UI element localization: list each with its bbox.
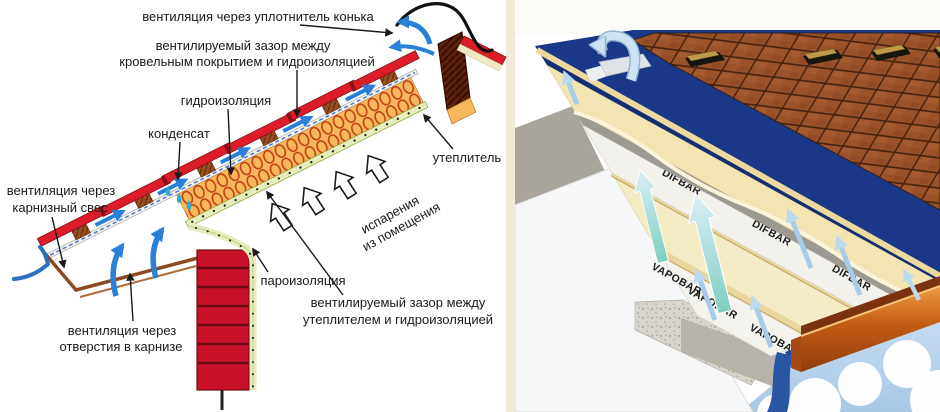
ridge-exhaust [585, 30, 652, 82]
leader-waterproofing [226, 108, 235, 176]
membrane-air-arrows [562, 70, 863, 348]
ridge-exhaust-arrows [388, 15, 435, 56]
label-condensate: конденсат [148, 126, 210, 141]
eaves-intake-arrows [110, 226, 165, 297]
big-air-arrow-1 [687, 192, 733, 315]
left-background [0, 0, 515, 412]
drip-edge [12, 245, 51, 281]
sky [515, 0, 940, 34]
eaves-detail [12, 226, 199, 298]
label-waterproofing: гидроизоляция [181, 93, 271, 108]
gap-airflow-arrows [94, 84, 377, 227]
leader-lines [51, 24, 454, 322]
leader-condensate [174, 141, 183, 181]
left-cross-section-diagram: вентиляция через уплотнитель конька вент… [0, 0, 515, 412]
shingle-roof [632, 32, 940, 211]
label-vapor-barrier: пароизоляция [260, 273, 345, 288]
eaves-intake-arrow [902, 268, 922, 302]
vapor-barrier-layer [184, 101, 429, 228]
slope-airflow-arrows [562, 70, 863, 348]
leader-eaves-overhang [51, 216, 67, 269]
eaves-soffit-line [79, 265, 197, 298]
scan-edge-strip [506, 0, 515, 412]
label-roof-gap-1: вентилируемый зазор между [156, 38, 331, 53]
label-ridge-vent: вентиляция через уплотнитель конька [142, 9, 374, 24]
label-eaves-overhang-2: карнизный свес [12, 200, 108, 215]
ridge-batten-strip [535, 47, 940, 279]
wall-detail [187, 222, 257, 410]
water-stream [767, 352, 794, 412]
leader-insulation [422, 113, 454, 150]
ridge-cap-outline [395, 2, 494, 53]
label-eaves-holes-2: отверстия в карнизе [60, 339, 183, 354]
ridge-detail [388, 2, 507, 125]
label-eaves-holes-1: вентиляция через [68, 323, 177, 338]
leader-vapor-barrier [252, 247, 269, 273]
brick-courses [197, 266, 249, 365]
leader-insulation-gap [266, 190, 344, 296]
right-3d-render: VAPOBAR VAPOBAR VAPOBAR DIFBAR DIFBAR DI… [515, 0, 940, 412]
underlay-wavy-edge [573, 110, 922, 302]
labels: вентиляция через уплотнитель конька вент… [7, 9, 502, 354]
big-air-arrow-2 [633, 168, 669, 264]
eaves-assembly [767, 268, 940, 412]
battens [71, 69, 399, 241]
leader-eaves-holes [126, 272, 135, 322]
roof-layer-stack [36, 50, 429, 259]
opposite-slope-underlay [456, 43, 503, 72]
label-insulation-gap-1: вентилируемый зазор между [311, 295, 486, 310]
exhaust-arrow [602, 31, 639, 82]
label-insulation-gap-2: утеплителем и гидроизоляцией [303, 312, 493, 327]
ridge-insulation-corner [446, 97, 477, 125]
condensate-droplets [165, 186, 192, 210]
leader-ridge-vent [299, 24, 394, 37]
room-vapor-arrows [269, 154, 390, 232]
brick-wall [196, 249, 250, 391]
label-insulation: утеплитель [433, 150, 502, 165]
eaves-rafter [40, 248, 199, 292]
roof-vents [685, 44, 940, 67]
label-eaves-overhang-1: вентиляция через [7, 183, 116, 198]
label-roof-gap-2: кровельным покрытием и гидроизоляцией [119, 54, 374, 69]
